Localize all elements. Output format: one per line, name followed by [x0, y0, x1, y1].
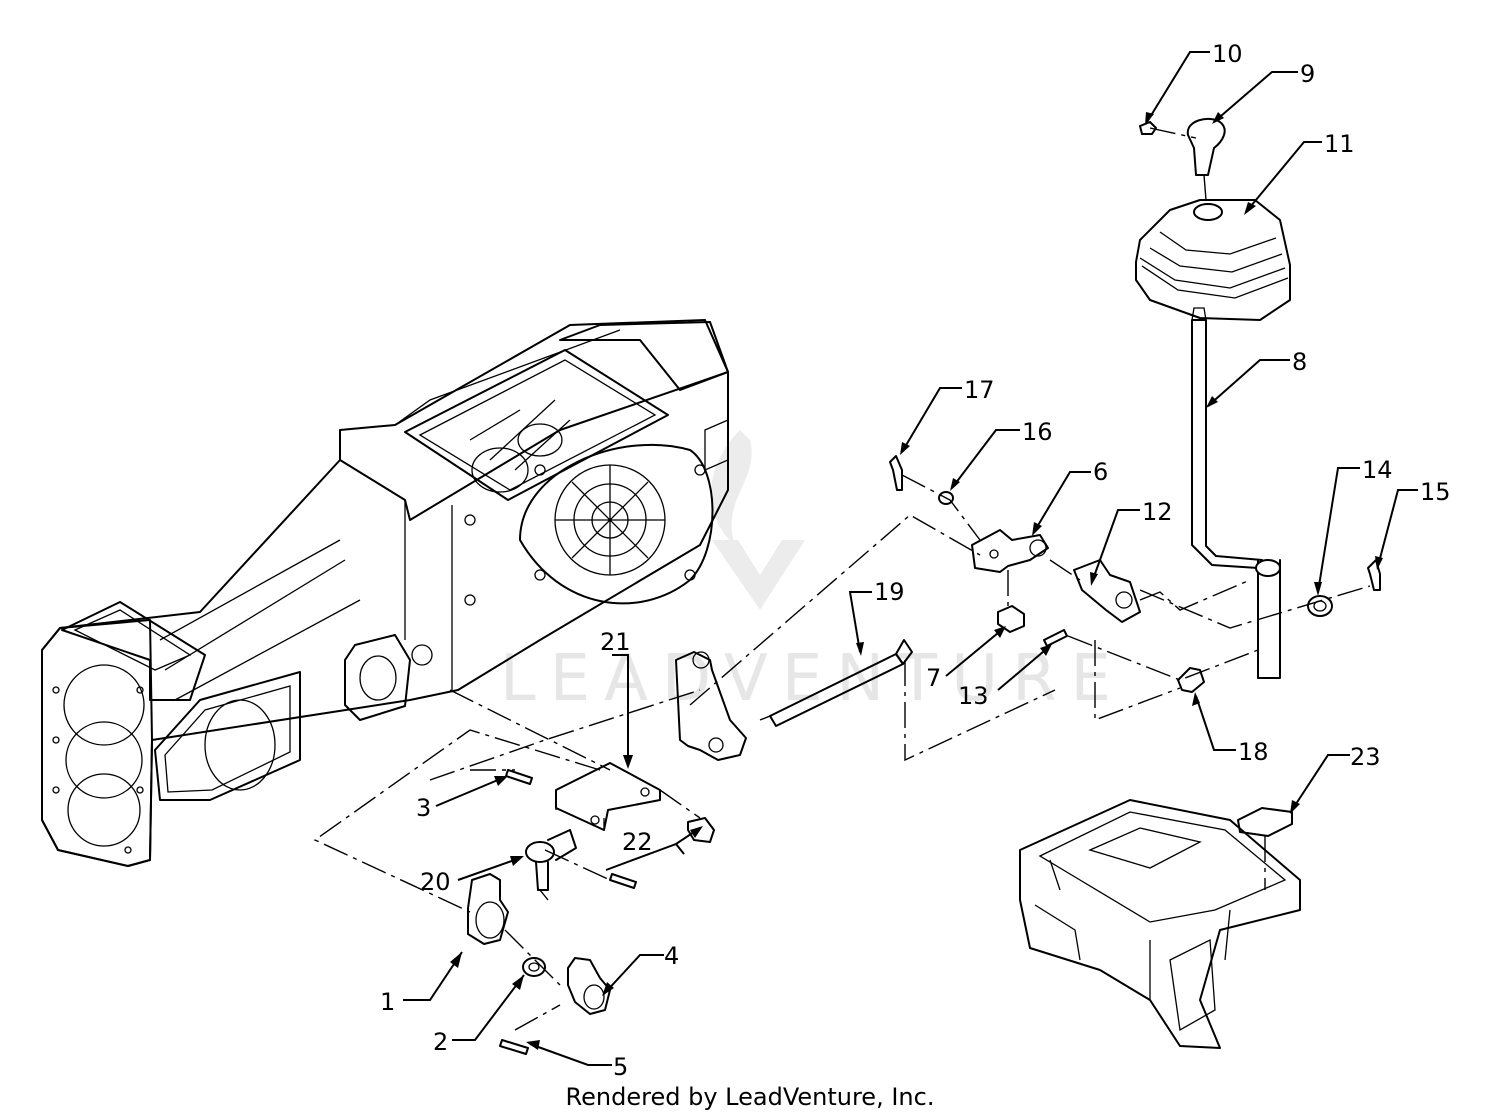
assembly-guide-lines [313, 127, 1371, 1031]
callout-8: 8 [1292, 348, 1307, 376]
part-6-bracket [971, 529, 1049, 573]
part-8-shift-lever [1191, 307, 1281, 679]
callout-labels: 1 2 3 4 5 6 7 8 9 10 11 12 13 14 15 16 1… [380, 40, 1451, 1081]
part-10-jam-nut [1139, 121, 1157, 135]
watermark-text: LEADVENTURE [500, 642, 1125, 716]
part-13-pin [1043, 629, 1068, 647]
part-1-shift-fork [467, 873, 509, 945]
callout-6: 6 [1093, 458, 1108, 486]
callout-18: 18 [1238, 738, 1269, 766]
callout-4: 4 [664, 942, 679, 970]
part-20-ball-joint [525, 829, 577, 891]
part-21-bracket [555, 762, 661, 831]
callout-14: 14 [1362, 456, 1393, 484]
callout-19: 19 [874, 578, 905, 606]
part-22-bolt-and-pin [609, 817, 715, 889]
part-9-shift-knob [1186, 117, 1226, 176]
callout-10: 10 [1212, 40, 1243, 68]
callout-13: 13 [958, 682, 989, 710]
callout-16: 16 [1022, 418, 1053, 446]
floor-platform [1019, 799, 1301, 1049]
part-16-washer [938, 491, 954, 505]
part-4-shift-fork [567, 957, 611, 1015]
part-17-clip [889, 455, 903, 491]
part-7-bolt [997, 605, 1025, 633]
callout-7: 7 [926, 664, 941, 692]
callout-2: 2 [433, 1028, 448, 1056]
part-19-shift-rod [769, 639, 913, 727]
part-3-pin [505, 769, 533, 785]
render-credit: Rendered by LeadVenture, Inc. [565, 1083, 935, 1111]
callout-3: 3 [416, 794, 431, 822]
part-11-shift-boot [1135, 199, 1291, 321]
callout-22: 22 [622, 828, 653, 856]
watermark: LEADVENTURE [500, 430, 1125, 716]
callout-11: 11 [1324, 130, 1355, 158]
transmission-housing [41, 319, 729, 867]
callout-9: 9 [1300, 60, 1315, 88]
part-18-pivot [1177, 667, 1205, 693]
callout-1: 1 [380, 988, 395, 1016]
callout-12: 12 [1142, 498, 1173, 526]
part-5-roll-pin [499, 1039, 529, 1055]
part-2-washer [522, 957, 546, 977]
callout-21: 21 [600, 628, 631, 656]
callout-5: 5 [613, 1053, 628, 1081]
shift-lever-arm [675, 651, 747, 761]
callout-15: 15 [1420, 478, 1451, 506]
part-12-coupler [1073, 559, 1141, 623]
part-23-pad [1237, 807, 1293, 837]
leader-lines [403, 51, 1418, 1066]
callout-17: 17 [964, 376, 995, 404]
callout-20: 20 [420, 868, 451, 896]
callout-23: 23 [1350, 743, 1381, 771]
